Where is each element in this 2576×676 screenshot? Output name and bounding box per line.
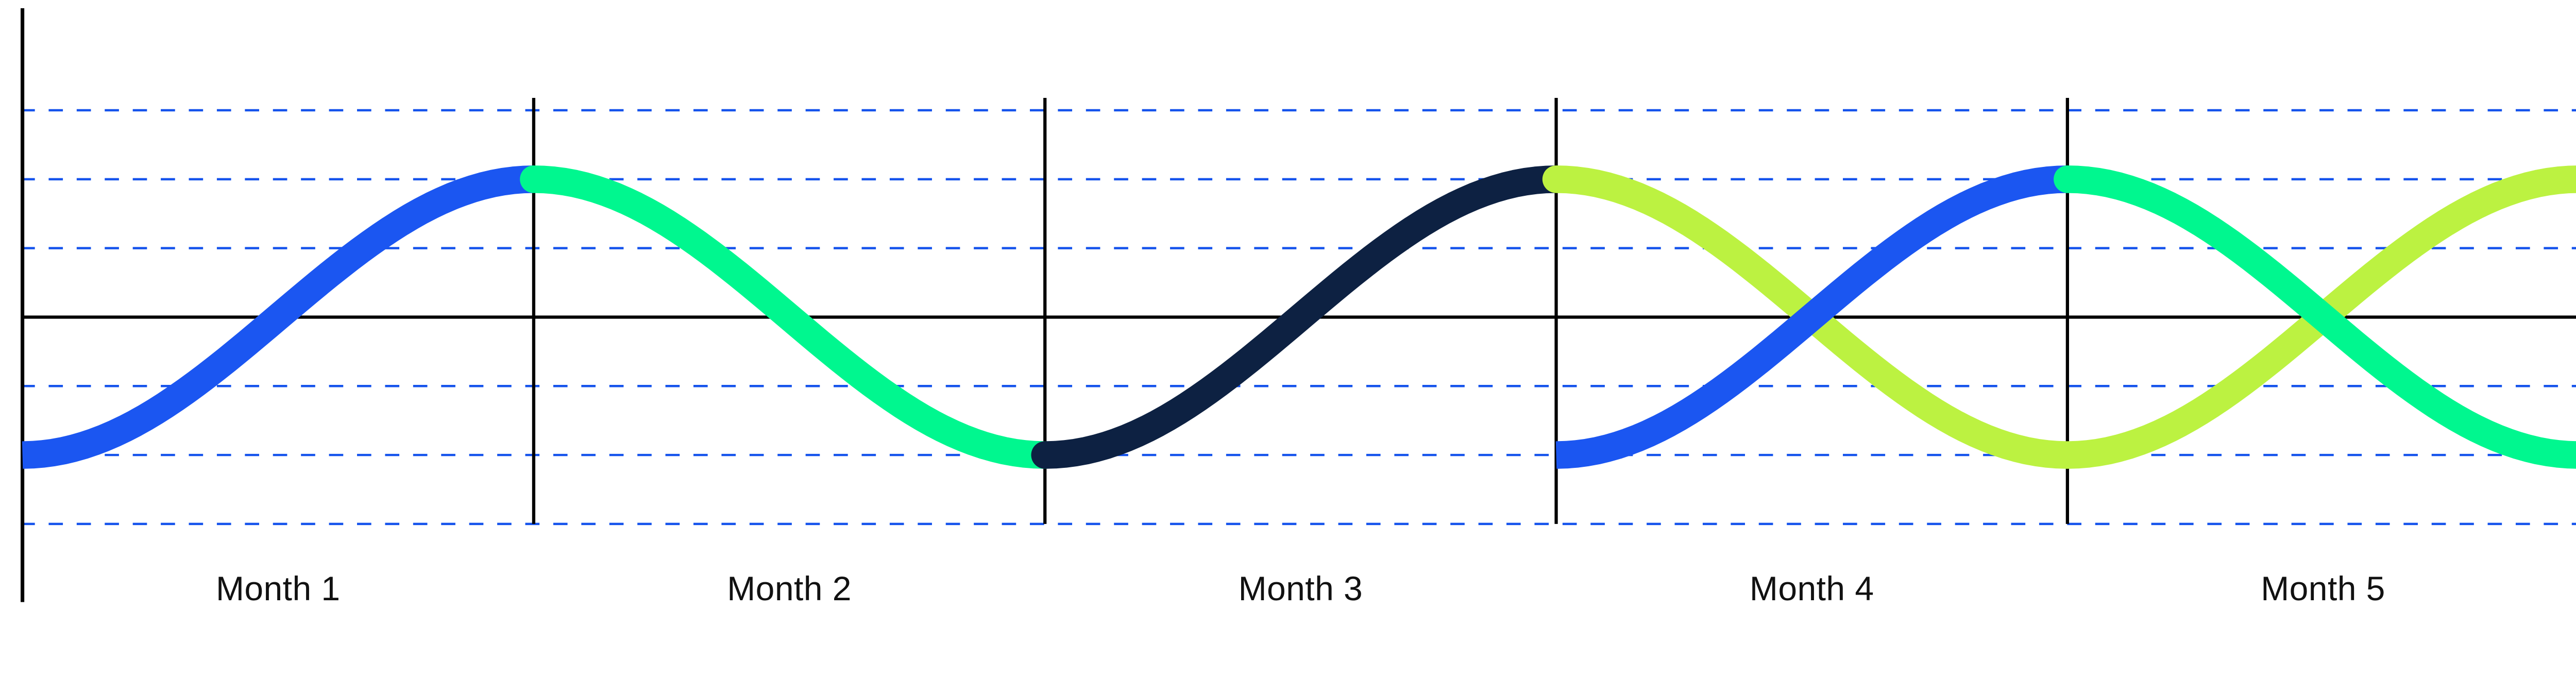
month-label-3: Month 3 (1239, 569, 1363, 607)
wave-b-segment-blue-m3 (1552, 165, 2071, 469)
wave-a-segment-navy-m2 (1031, 165, 1570, 469)
wave-series-a (21, 165, 2576, 469)
wave-a-segment-lime-m3 (1542, 165, 2576, 469)
month-label-4: Month 4 (1750, 569, 1874, 607)
wave-a-segment-green-m1 (520, 165, 1059, 469)
wave-chart-figure: Month 1 Month 2 Month 3 Month 4 Month 5 (21, 8, 2576, 612)
month-label-5: Month 5 (2261, 569, 2385, 607)
month-labels: Month 1 Month 2 Month 3 Month 4 Month 5 (216, 569, 2385, 607)
dashed-gridlines (21, 109, 2576, 526)
wave-series-b (1552, 165, 2576, 469)
month-label-1: Month 1 (216, 569, 341, 607)
wave-chart-canvas: Month 1 Month 2 Month 3 Month 4 Month 5 (21, 8, 2576, 612)
wave-a-segment-blue-m0 (21, 165, 537, 469)
wave-b-segment-green-m4 (2054, 165, 2576, 469)
month-label-2: Month 2 (727, 569, 852, 607)
